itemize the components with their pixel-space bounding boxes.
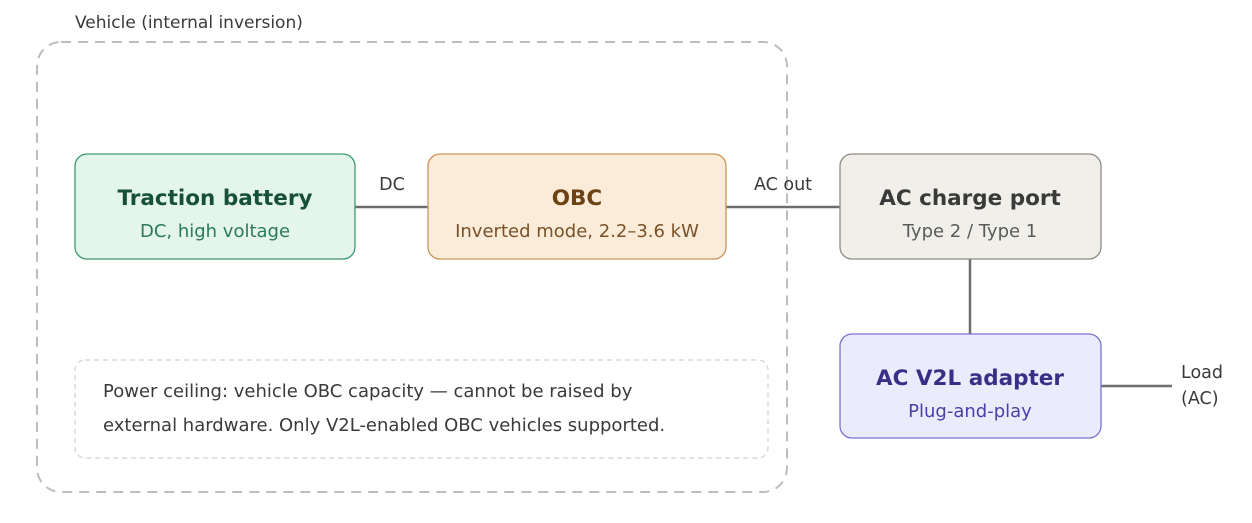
connector-label-ac-out: AC out (754, 175, 812, 195)
node-obc: OBC Inverted mode, 2.2–3.6 kW (427, 153, 727, 260)
power-ceiling-note-line1: Power ceiling: vehicle OBC capacity — ca… (103, 381, 633, 402)
vehicle-group-boundary (36, 41, 788, 493)
node-ac-v2l-adapter-title: AC V2L adapter (876, 366, 1064, 391)
node-obc-title: OBC (552, 186, 602, 211)
node-ac-charge-port-box (839, 153, 1102, 260)
node-obc-box (427, 153, 727, 260)
node-traction-battery: Traction battery DC, high voltage (74, 153, 356, 260)
node-ac-v2l-adapter-subtitle: Plug-and-play (908, 401, 1032, 422)
power-ceiling-note-line2: external hardware. Only V2L-enabled OBC … (103, 415, 665, 436)
node-ac-charge-port: AC charge port Type 2 / Type 1 (839, 153, 1102, 260)
node-ac-v2l-adapter: AC V2L adapter Plug-and-play (839, 333, 1102, 439)
load-label-line1: Load (1181, 363, 1223, 383)
load-label-line2: (AC) (1181, 389, 1219, 409)
node-traction-battery-box (74, 153, 356, 260)
node-ac-charge-port-subtitle: Type 2 / Type 1 (902, 221, 1038, 242)
node-traction-battery-subtitle: DC, high voltage (140, 221, 290, 242)
power-ceiling-note: Power ceiling: vehicle OBC capacity — ca… (74, 359, 769, 459)
node-ac-charge-port-title: AC charge port (879, 186, 1061, 211)
node-obc-subtitle: Inverted mode, 2.2–3.6 kW (455, 221, 699, 242)
node-ac-v2l-adapter-box (839, 333, 1102, 439)
vehicle-group-label: Vehicle (internal inversion) (75, 13, 303, 33)
node-traction-battery-title: Traction battery (117, 186, 312, 211)
connector-label-dc: DC (379, 175, 405, 195)
power-ceiling-note-box (74, 359, 769, 459)
